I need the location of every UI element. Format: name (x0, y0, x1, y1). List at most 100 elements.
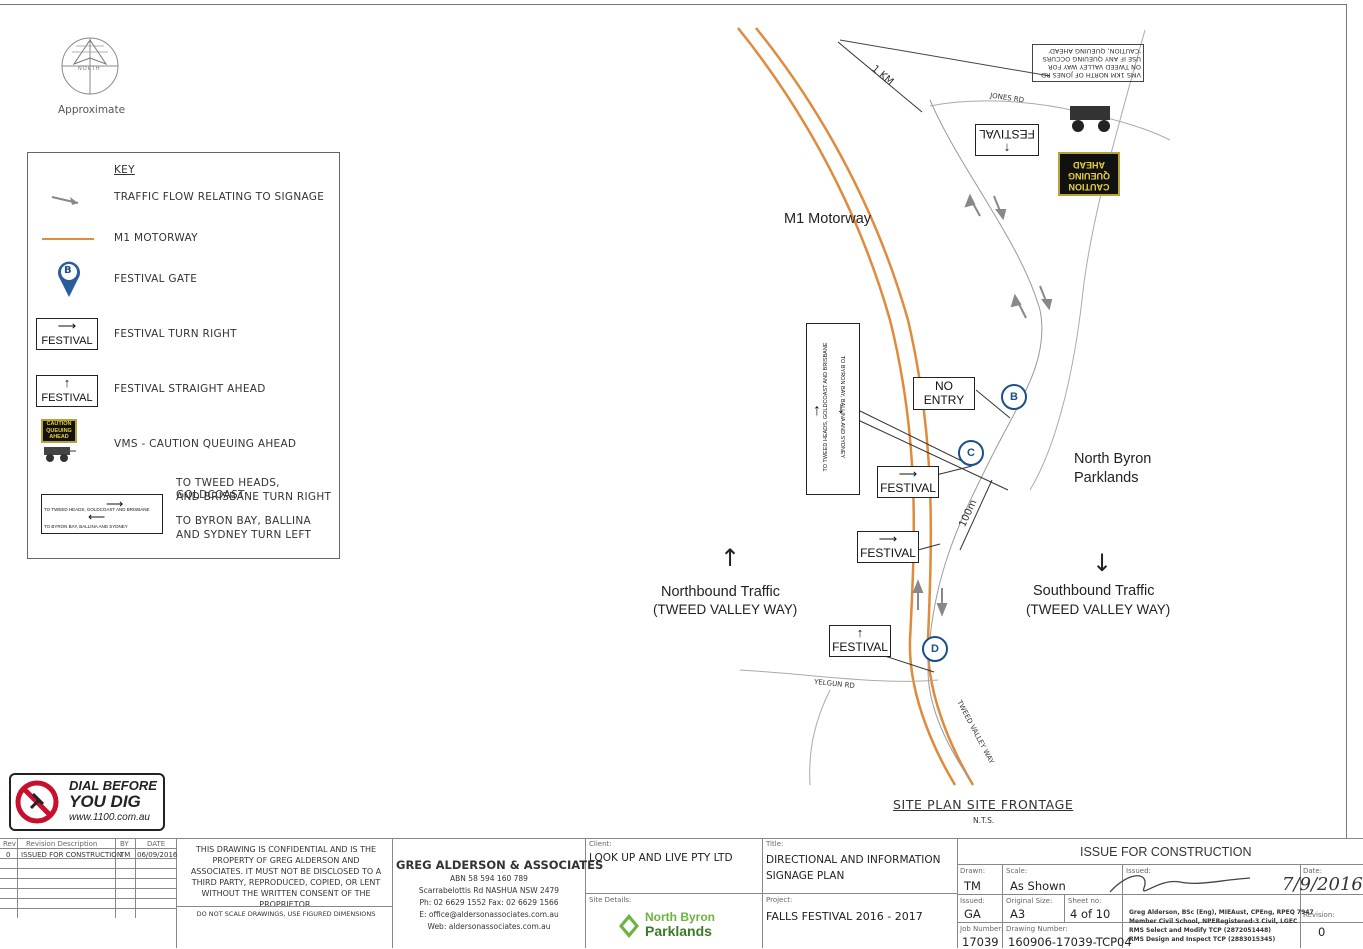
dimension-100m (959, 479, 993, 551)
by-header: BY (120, 840, 129, 848)
dial-url: www.1100.com.au (69, 812, 150, 823)
revision-value: 0 (1318, 925, 1326, 939)
client-label: Client: (589, 840, 612, 848)
drawing-border (0, 4, 1346, 5)
sheet-value: 4 of 10 (1070, 907, 1111, 921)
directional-sign: ↑ TO TWEED HEADS, GOLDCOAST AND BRISBANE… (806, 323, 860, 495)
dimension-1km (837, 41, 923, 113)
no-scale-note: DO NOT SCALE DRAWINGS, USE FIGURED DIMEN… (196, 910, 376, 918)
compass-note: Approximate (58, 104, 126, 116)
cred-line2: Member Civil School, NPERegistered-3 Civ… (1129, 918, 1298, 925)
dial-line2: YOU DIG (69, 792, 141, 811)
arrow-right-icon: ⟶ (106, 497, 124, 511)
plan-title: SITE PLAN SITE FRONTAGE (893, 797, 1074, 812)
tweed-valley-way (927, 99, 1043, 781)
northbound-label: Northbound Traffic (661, 584, 781, 600)
issuedby-value: GA (964, 907, 981, 921)
compass-icon (61, 37, 119, 95)
revdesc-header: Revision Description (26, 840, 98, 848)
vms-note: VMS 1KM NORTH OF JONES RD ON TWEED VALLE… (1032, 44, 1144, 82)
issuedby-label: Issued: (960, 897, 985, 905)
orig-label: Original Size: (1006, 897, 1053, 905)
drawn-label: Drawn: (960, 867, 986, 875)
sheet-label: Sheet no: (1068, 897, 1102, 905)
festival-sign-jones: ↑ FESTIVAL (975, 124, 1039, 156)
northbound-sub: (TWEED VALLEY WAY) (653, 602, 798, 617)
southbound-label: Southbound Traffic (1033, 583, 1155, 599)
issued-label: Issued: (1126, 867, 1151, 875)
north-byron-label: North Byron Parklands (1074, 451, 1152, 486)
arrow-up-icon: ↑ (1003, 141, 1011, 156)
by-value: TM (120, 851, 131, 859)
revision-label: Revision: (1303, 911, 1335, 919)
northbound-arrow-icon: ↑ (720, 544, 741, 572)
arrow-right-icon: ⟶ (57, 318, 77, 333)
key-dir-label-a: TO TWEED HEADS, GOLDCOAST (176, 477, 280, 501)
dwg-value: 160906-17039-TCP04 (1008, 935, 1132, 949)
no-entry-sign: NO ENTRY (913, 377, 975, 410)
title-value: DIRECTIONAL AND INFORMATION SIGNAGE PLAN (766, 854, 941, 882)
site-label: Site Details: (589, 896, 632, 904)
project-value: FALLS FESTIVAL 2016 - 2017 (766, 910, 923, 923)
motorway-line-icon (42, 238, 94, 240)
traffic-arrows (912, 193, 1053, 617)
key-title: KEY (114, 164, 135, 176)
date-label: Date: (1303, 867, 1323, 875)
orig-value: A3 (1010, 907, 1026, 921)
arrow-up-icon: ↑ (63, 375, 71, 390)
signature-icon (1109, 875, 1251, 893)
key-dir-label-b: AND BRISBANE TURN RIGHT (176, 491, 332, 503)
title-label: Title: (766, 840, 784, 848)
leaf-logo-icon (619, 914, 639, 938)
company-address: Scarrabelottis Rd NASHUA NSW 2479 (418, 886, 560, 895)
scale-value: As Shown (1010, 879, 1066, 893)
key-dir-label-c: TO BYRON BAY, BALLINA (176, 515, 311, 527)
key-legend: KEY TRAFFIC FLOW RELATING TO SIGNAGE M1 … (27, 152, 340, 559)
date-header: DATE (147, 840, 166, 848)
dwg-label: Drawing Number: (1006, 925, 1068, 933)
company-email: E: office@aldersonassociates.com.au (419, 910, 559, 919)
key-dir-label-d: AND SYDNEY TURN LEFT (176, 529, 312, 541)
job-value: 17039 (962, 935, 999, 949)
confidential-note: THIS DRAWING IS CONFIDENTIAL AND IS THE … (190, 845, 382, 909)
revdesc-value: ISSUED FOR CONSTRUCTION (21, 851, 123, 859)
gate-c: C (958, 440, 984, 466)
no-dig-icon (15, 780, 59, 824)
traffic-arrow-icon (51, 196, 79, 205)
tweed-valley-way-edge (1029, 29, 1146, 491)
key-vms-label: VMS - CAUTION QUEUING AHEAD (114, 438, 297, 450)
arrow-up-icon: ↑ (813, 402, 821, 419)
m1-motorway-west (737, 27, 957, 786)
arrow-down-icon: ↓ (837, 400, 845, 417)
rev-header: Rev (3, 840, 16, 848)
date-value: 06/09/2016 (137, 851, 178, 859)
cred-line3: RMS Select and Modify TCP (2872051448) (1129, 927, 1272, 934)
north-byron-logo: North Byron Parklands (615, 910, 740, 940)
key-motorway-label: M1 MOTORWAY (114, 232, 198, 244)
gate-pin-icon: B (56, 259, 82, 303)
vms-trailer-icon (1070, 106, 1110, 132)
yelgun-rd-south (809, 689, 831, 786)
company-phone: Ph: 02 6629 1552 Fax: 02 6629 1566 (419, 898, 559, 907)
signature-date: 7/9/2016 (1282, 874, 1363, 895)
client-value: LOOK UP AND LIVE PTY LTD (589, 852, 733, 864)
southbound-arrow-icon: ↓ (1092, 549, 1113, 577)
north-compass: NORTH (52, 36, 128, 104)
arrow-up-icon: ↑ (856, 625, 864, 640)
company-abn: ABN 58 594 160 789 (450, 874, 528, 883)
key-gate-label: FESTIVAL GATE (114, 273, 198, 285)
dial-before-you-dig-logo: DIAL BEFORE YOU DIG www.1100.com.au (9, 773, 165, 831)
drawn-value: TM (964, 879, 981, 893)
rev-value: 0 (6, 851, 11, 859)
drawing-border-right (1346, 4, 1347, 838)
arrow-right-icon: ⟶ (898, 466, 918, 481)
issue-status: ISSUE FOR CONSTRUCTION (1080, 845, 1252, 859)
key-festival-straight-sign: ↑ FESTIVAL (36, 375, 98, 407)
yelgun-rd (739, 669, 939, 682)
scale-label: Scale: (1006, 867, 1028, 875)
key-directional-sign: ⟶ TO TWEED HEADS, GOLDCOAST AND BRISBANE… (41, 494, 163, 534)
southbound-sub: (TWEED VALLEY WAY) (1026, 602, 1171, 617)
vms-trailer-icon (44, 447, 76, 462)
festival-sign-north: ⟶ FESTIVAL (877, 466, 939, 498)
key-traffic-label: TRAFFIC FLOW RELATING TO SIGNAGE (114, 191, 325, 203)
